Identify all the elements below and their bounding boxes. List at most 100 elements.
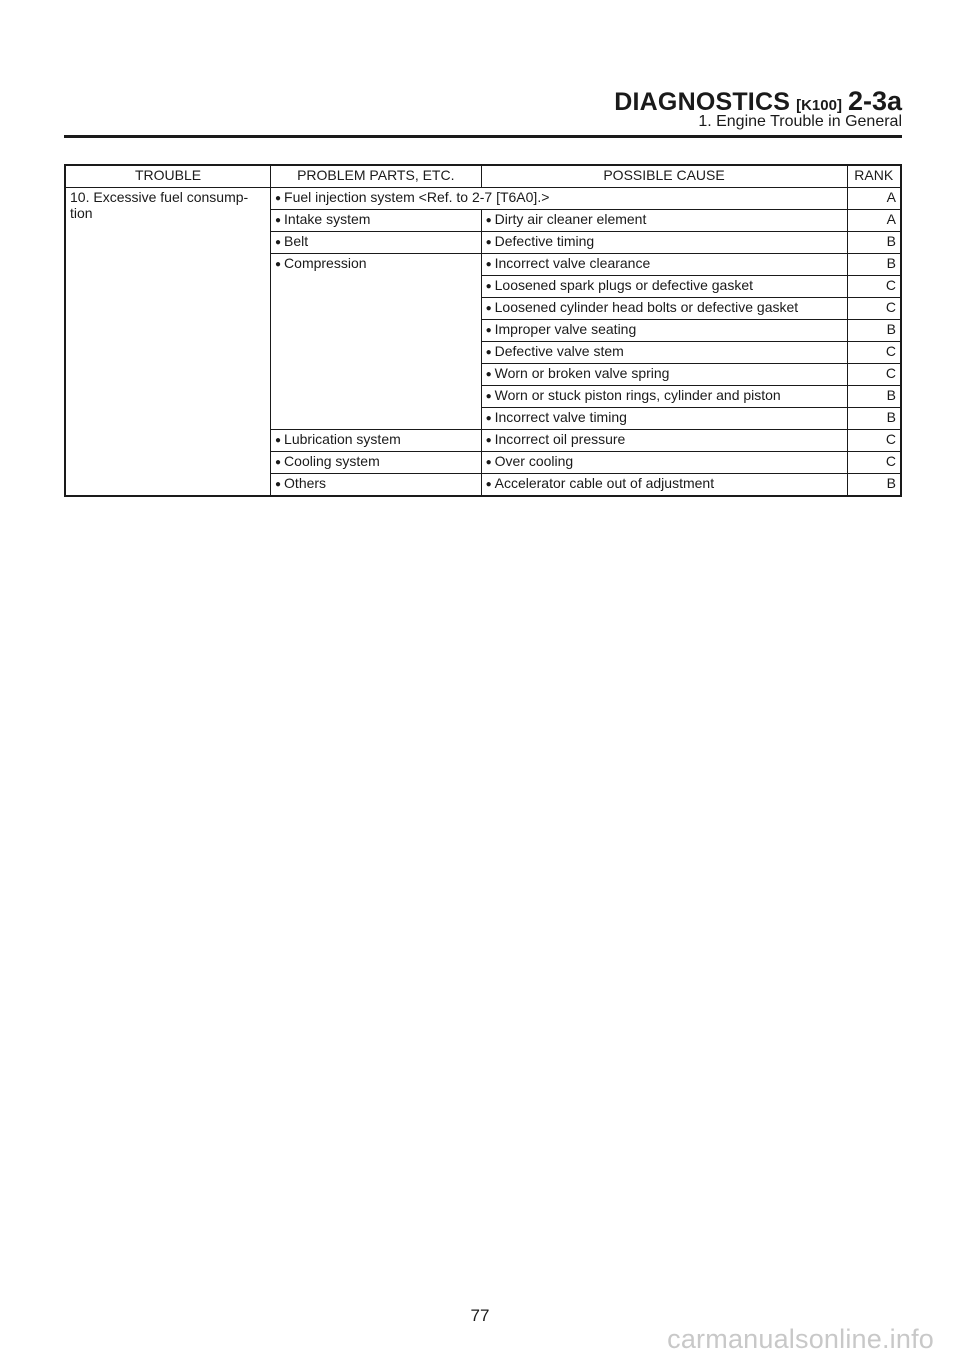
table-row: ●Others ●Accelerator cable out of adjust… bbox=[65, 473, 902, 497]
part-label: Lubrication system bbox=[284, 431, 401, 447]
bullet-icon: ● bbox=[485, 435, 492, 446]
rank-cell: C bbox=[846, 451, 902, 474]
rank-cell: C bbox=[846, 275, 902, 298]
bullet-icon: ● bbox=[275, 435, 282, 446]
cause-label: Incorrect oil pressure bbox=[494, 431, 626, 447]
cause-label: Worn or stuck piston rings, cylinder and… bbox=[494, 387, 781, 403]
bullet-icon: ● bbox=[275, 457, 282, 468]
table-row: ●Improper valve seating B bbox=[65, 319, 902, 342]
cause-cell: ●Incorrect valve clearance bbox=[480, 253, 848, 276]
cause-label: Improper valve seating bbox=[494, 321, 637, 337]
part-cell-others: ●Others bbox=[270, 473, 482, 497]
bullet-icon: ● bbox=[485, 413, 492, 424]
bullet-icon: ● bbox=[485, 303, 492, 314]
table-row: 10. Excessive fuel consump-tion ●Fuel in… bbox=[64, 187, 902, 497]
cause-cell: ●Incorrect valve timing bbox=[480, 407, 848, 430]
part-label: Cooling system bbox=[284, 453, 380, 469]
table-row: ●Defective valve stem C bbox=[65, 341, 902, 364]
part-cell-cooling: ●Cooling system bbox=[270, 451, 482, 474]
cause-cell: ●Worn or broken valve spring bbox=[480, 363, 848, 386]
part-cell-compression: ●Compression bbox=[270, 253, 482, 430]
section-number: 2-3a bbox=[847, 86, 902, 116]
table-row: ●Compression ●Incorrect valve clearance … bbox=[65, 253, 902, 430]
header-rule bbox=[64, 135, 902, 138]
cause-label: Over cooling bbox=[494, 453, 574, 469]
section-subtitle: 1. Engine Trouble in General bbox=[698, 113, 902, 130]
rank-cell: B bbox=[846, 385, 902, 408]
bullet-icon: ● bbox=[485, 325, 492, 336]
rank-cell: B bbox=[846, 473, 902, 497]
rank-cell: A bbox=[846, 187, 902, 210]
bullet-icon: ● bbox=[275, 259, 282, 270]
rank-cell: B bbox=[846, 407, 902, 430]
diagnostics-table: TROUBLE PROBLEM PARTS, ETC. POSSIBLE CAU… bbox=[64, 164, 902, 497]
bullet-icon: ● bbox=[275, 479, 282, 490]
cause-label: Accelerator cable out of adjustment bbox=[494, 475, 715, 491]
bullet-icon: ● bbox=[485, 259, 492, 270]
part-label: Belt bbox=[284, 233, 309, 249]
bullet-icon: ● bbox=[485, 347, 492, 358]
cause-cell: ●Worn or stuck piston rings, cylinder an… bbox=[480, 385, 848, 408]
cause-cell: ●Dirty air cleaner element bbox=[480, 209, 848, 232]
bullet-icon: ● bbox=[485, 281, 492, 292]
table-row: ●Loosened spark plugs or defective gaske… bbox=[65, 275, 902, 298]
table-row: ●Cooling system ●Over cooling C bbox=[65, 451, 902, 474]
cause-cell: ●Loosened cylinder head bolts or defecti… bbox=[480, 297, 848, 320]
rank-cell: B bbox=[846, 319, 902, 342]
column-header-problem-parts: PROBLEM PARTS, ETC. bbox=[270, 164, 482, 188]
column-header-rank: RANK bbox=[846, 164, 902, 188]
rank-cell: B bbox=[846, 253, 902, 276]
bullet-icon: ● bbox=[485, 237, 492, 248]
page-number: 77 bbox=[470, 1306, 490, 1325]
part-cell-belt: ●Belt bbox=[270, 231, 482, 254]
cause-cell: ●Incorrect oil pressure bbox=[480, 429, 848, 452]
cause-cell: ●Over cooling bbox=[480, 451, 848, 474]
rank-cell: C bbox=[846, 297, 902, 320]
rank-cell: A bbox=[846, 209, 902, 232]
bullet-icon: ● bbox=[485, 369, 492, 380]
table-row: ●Loosened cylinder head bolts or defecti… bbox=[65, 297, 902, 320]
cause-cell: ●Defective valve stem bbox=[480, 341, 848, 364]
section-code: [K100] bbox=[796, 97, 842, 114]
part-label: Fuel injection system <Ref. to 2-7 [T6A0… bbox=[284, 189, 550, 205]
cause-label: Worn or broken valve spring bbox=[494, 365, 670, 381]
cause-label: Incorrect valve clearance bbox=[494, 255, 651, 271]
watermark-text: carmanualsonline.info bbox=[667, 1324, 934, 1354]
rank-cell: C bbox=[846, 341, 902, 364]
part-cell-fuel-injection: ●Fuel injection system <Ref. to 2-7 [T6A… bbox=[270, 187, 848, 210]
bullet-icon: ● bbox=[275, 237, 282, 248]
part-cell-intake: ●Intake system bbox=[270, 209, 482, 232]
cause-label: Dirty air cleaner element bbox=[494, 211, 647, 227]
section-title: DIAGNOSTICS bbox=[614, 88, 791, 116]
cause-label: Defective timing bbox=[494, 233, 595, 249]
part-label: Intake system bbox=[284, 211, 371, 227]
rank-cell: B bbox=[846, 231, 902, 254]
cause-cell: ●Loosened spark plugs or defective gaske… bbox=[480, 275, 848, 298]
part-label: Compression bbox=[284, 255, 367, 271]
bullet-icon: ● bbox=[485, 215, 492, 226]
part-cell-lubrication: ●Lubrication system bbox=[270, 429, 482, 452]
cause-label: Loosened cylinder head bolts or defectiv… bbox=[494, 299, 799, 315]
header-title-row: DIAGNOSTICS [K100] 2-3a bbox=[614, 86, 902, 117]
part-label: Others bbox=[284, 475, 327, 491]
table-row: ●Lubrication system ●Incorrect oil press… bbox=[65, 429, 902, 452]
bullet-icon: ● bbox=[275, 193, 282, 204]
table-row: ●Incorrect valve timing B bbox=[65, 407, 902, 430]
page-header: DIAGNOSTICS [K100] 2-3a 1. Engine Trouble … bbox=[64, 86, 902, 136]
table-row: ●Worn or stuck piston rings, cylinder an… bbox=[65, 385, 902, 408]
cause-cell: ●Accelerator cable out of adjustment bbox=[480, 473, 848, 497]
bullet-icon: ● bbox=[485, 479, 492, 490]
trouble-cell: 10. Excessive fuel consump-tion bbox=[64, 187, 271, 497]
bullet-icon: ● bbox=[275, 215, 282, 226]
column-header-trouble: TROUBLE bbox=[64, 164, 271, 188]
cause-cell: ●Improper valve seating bbox=[480, 319, 848, 342]
cause-cell: ●Defective timing bbox=[480, 231, 848, 254]
rank-cell: C bbox=[846, 429, 902, 452]
bullet-icon: ● bbox=[485, 457, 492, 468]
cause-label: Defective valve stem bbox=[494, 343, 624, 359]
rank-cell: C bbox=[846, 363, 902, 386]
table-header-row: TROUBLE PROBLEM PARTS, ETC. POSSIBLE CAU… bbox=[64, 164, 902, 188]
cause-label: Loosened spark plugs or defective gasket bbox=[494, 277, 754, 293]
cause-label: Incorrect valve timing bbox=[494, 409, 627, 425]
column-header-possible-cause: POSSIBLE CAUSE bbox=[480, 164, 848, 188]
